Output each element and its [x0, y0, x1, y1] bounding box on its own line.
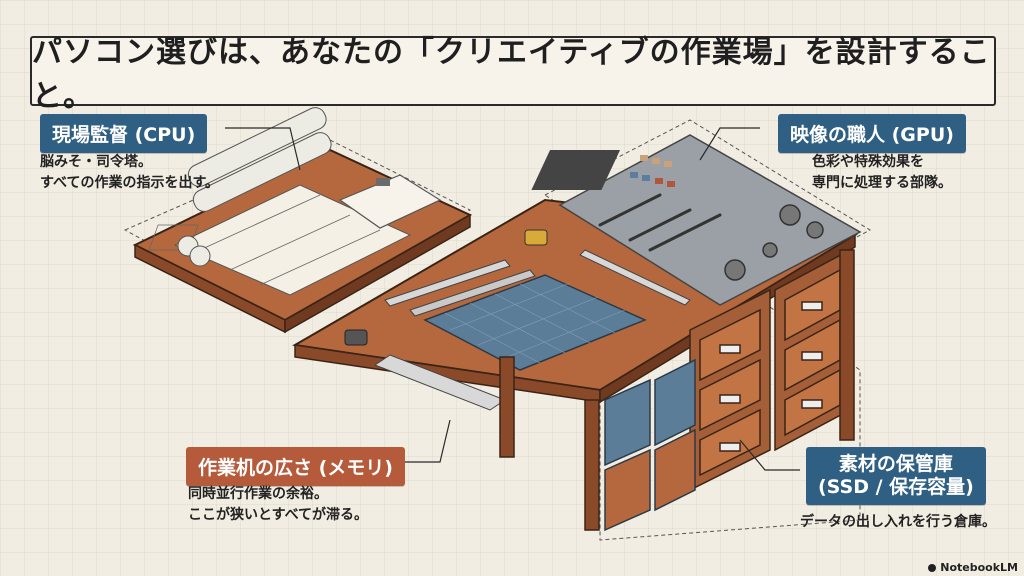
headline: パソコン選びは、あなたの「クリエイティブの作業場」を設計すること。 [32, 35, 991, 114]
gpu-label: 映像の職人 (GPU) [778, 114, 966, 153]
memory-desc-line-2: ここが狭いとすべてが滞る。 [188, 507, 369, 523]
gpu-description: 色彩や特殊効果を 専門に処理する部隊。 [812, 152, 952, 194]
memory-description: 同時並行作業の余裕。 ここが狭いとすべてが滞る。 [188, 484, 368, 526]
ssd-description: データの出し入れを行う倉庫。 [800, 512, 996, 533]
ssd-label: 素材の保管庫 (SSD / 保存容量) [806, 447, 986, 505]
ssd-label-line-1: 素材の保管庫 [838, 453, 953, 475]
headline-box: パソコン選びは、あなたの「クリエイティブの作業場」を設計すること。 [30, 35, 996, 114]
ssd-label-line-2: (SSD / 保存容量) [818, 476, 974, 498]
footer-text: NotebookLM [940, 561, 1018, 574]
memory-label: 作業机の広さ (メモリ) [186, 447, 405, 486]
notebooklm-badge: NotebookLM [928, 561, 1018, 574]
drawer-cabinet [689, 248, 851, 492]
notebooklm-logo-icon [928, 563, 937, 572]
memory-desc-line-1: 同時並行作業の余裕。 [188, 486, 328, 502]
cpu-desc-line-2: すべての作業の指示を出す。 [40, 175, 220, 191]
gpu-desc-line-1: 色彩や特殊効果を [812, 154, 924, 170]
storage-boxes [604, 358, 696, 532]
cpu-description: 脳みそ・司令塔。 すべての作業の指示を出す。 [40, 152, 219, 194]
cpu-label: 現場監督 (CPU) [40, 114, 208, 153]
gpu-area-outline [544, 119, 872, 311]
gpu-desc-line-2: 専門に処理する部隊。 [812, 175, 952, 191]
main-desk [292, 134, 862, 411]
cpu-desk [132, 107, 473, 334]
cpu-desc-line-1: 脳みそ・司令塔。 [40, 154, 152, 170]
ssd-desc-line-1: データの出し入れを行う倉庫。 [800, 514, 996, 530]
ssd-area-outline [599, 299, 861, 541]
